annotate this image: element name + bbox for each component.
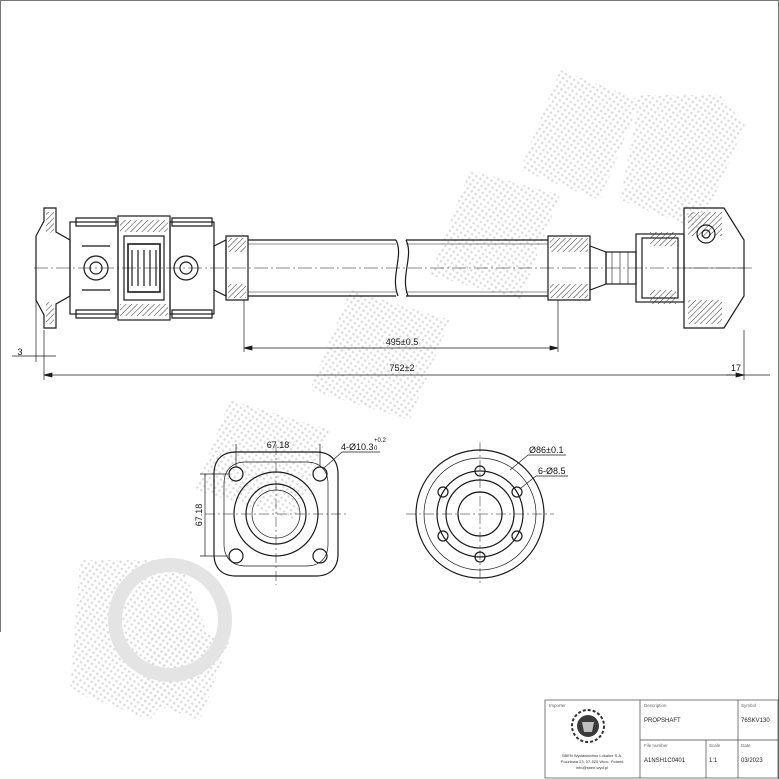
dim-coupling-holes: 6-Ø8.5 [538,466,566,476]
symbol-label: Symbol [741,703,756,708]
date-label: Date [741,743,751,748]
dim-flange-holes: 4-Ø10.3 [341,442,374,452]
symbol-value: 76SKV130 [741,718,770,724]
dim-flange-width: 67.18 [267,440,290,450]
dim-flange-height: 67.18 [194,504,204,527]
scale-value: 1:1 [709,758,718,764]
dim-left-offset: 3 [17,347,22,357]
coupling-end-view [406,442,554,586]
dim-pcd: Ø86±0.1 [529,445,563,455]
propshaft-side-view [34,207,752,329]
watermark [70,70,745,720]
file-value: A1NSH1C0401 [644,758,686,764]
description-label: Description [644,703,667,708]
scale-label: Scale [709,743,721,748]
file-label: File number [644,743,668,748]
dim-overall-length: 752±2 [390,363,415,373]
flange-dimensions [200,444,380,557]
flange-end-view [205,445,347,585]
dim-tube-length: 495±0.5 [386,337,418,347]
dim-flange-holes-tol-upper: +0.2 [374,438,387,444]
title-block [544,699,779,779]
date-value: 03/2023 [741,758,763,764]
side-view-dimensions [12,300,770,380]
importer-label: Importer [549,703,566,708]
description-value: PROPSHAFT [644,718,681,724]
importer-line-2: Pocztowa 23, 07-520 Wroc. Poland [561,759,624,764]
importer-line-1: SBEN Wydawnictwo Lokalne S.A. [562,753,622,758]
importer-line-3: info@sben-wyd.pl [576,765,608,770]
company-logo [571,709,605,743]
dim-right-offset: 17 [731,363,741,373]
dim-flange-holes-tol-lower: 0 [374,446,378,452]
coupling-dimensions [509,454,568,489]
